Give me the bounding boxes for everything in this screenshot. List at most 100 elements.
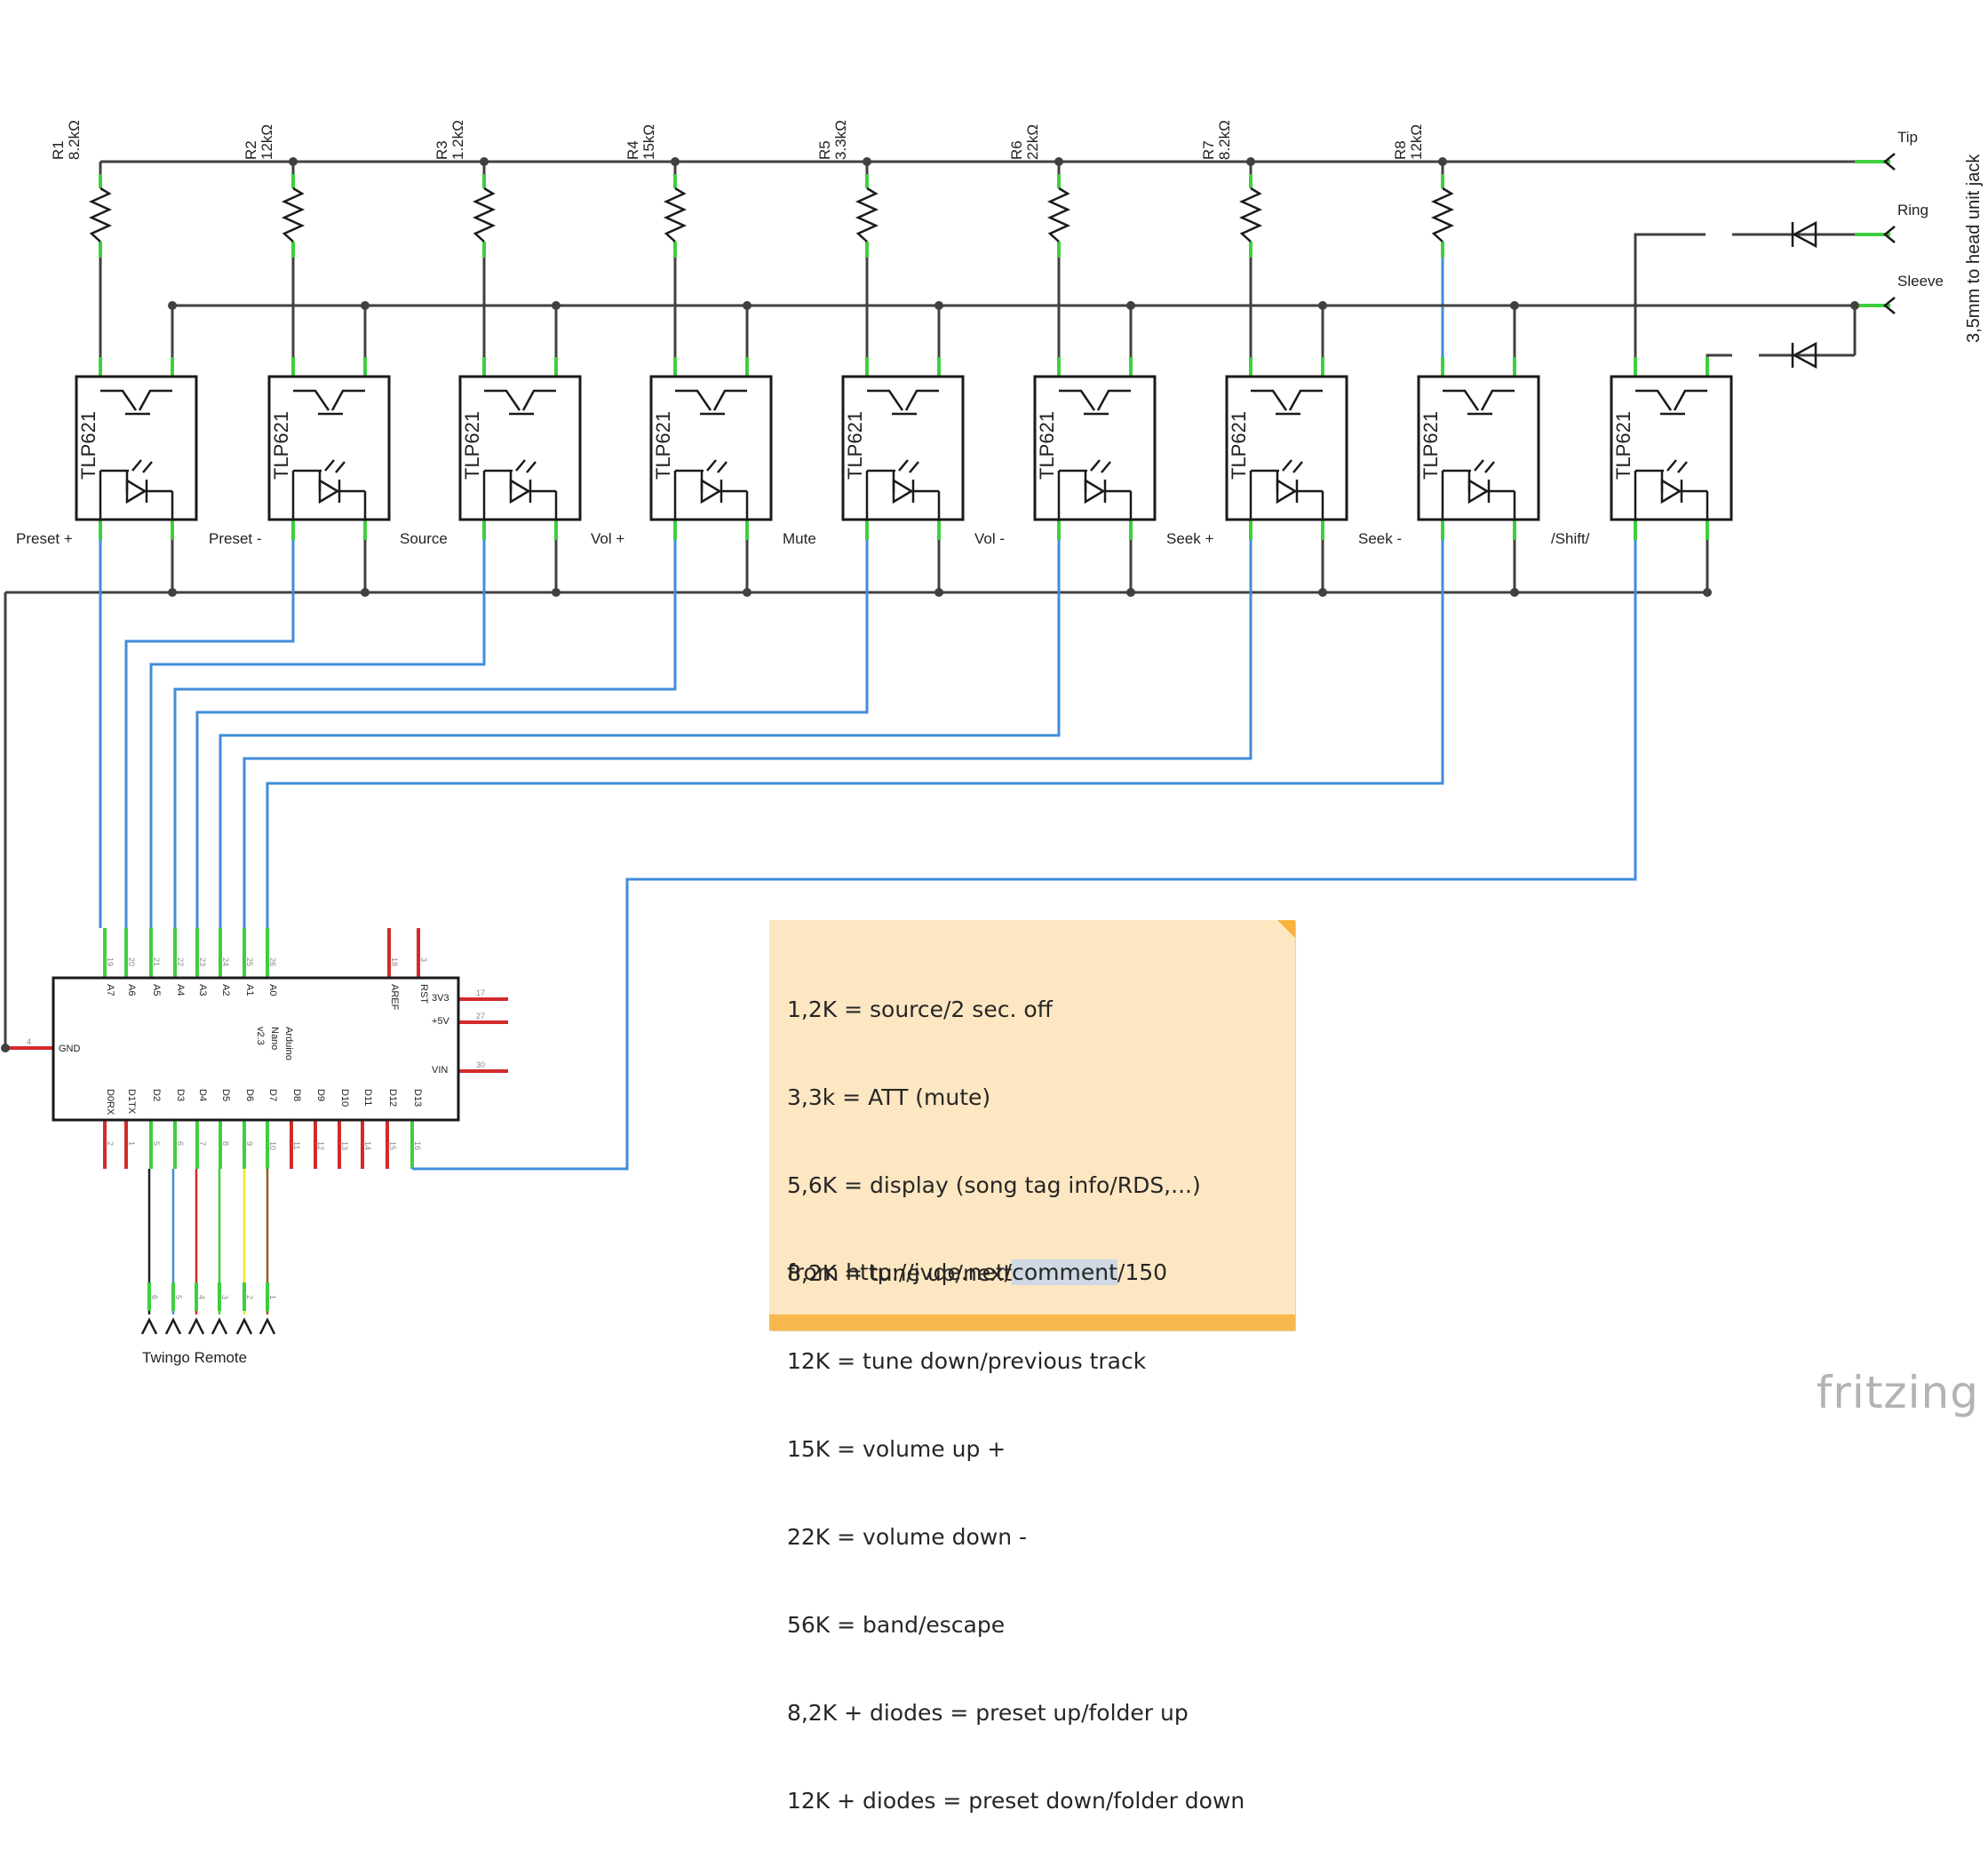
transistor-symbol bbox=[138, 389, 172, 411]
jack-arrow bbox=[1883, 297, 1896, 314]
pin-number: 13 bbox=[340, 1141, 349, 1150]
pin-label-text: A4 bbox=[175, 984, 186, 996]
resistor-value: 22kΩ bbox=[1024, 124, 1041, 160]
pin-label: D5 bbox=[220, 1089, 231, 1101]
resistor-ref: R2 bbox=[243, 140, 259, 160]
optocoupler-label: TLP621 bbox=[652, 411, 674, 480]
resistor-zigzag bbox=[472, 187, 497, 242]
pin-label-text: A6 bbox=[126, 984, 137, 996]
resistor-ref: R7 bbox=[1200, 140, 1217, 160]
remote-connector-arrow bbox=[187, 1317, 205, 1335]
pin-number: 1 bbox=[127, 1141, 136, 1146]
fritzing-logo: fritzing bbox=[1816, 1367, 1979, 1418]
pin-label: RST bbox=[418, 984, 429, 1004]
remote-pin-number: 4 bbox=[197, 1295, 206, 1299]
led-light-arrows bbox=[1090, 459, 1111, 473]
pin-label-text: GND bbox=[59, 1044, 81, 1054]
pin-label-text: D5 bbox=[220, 1089, 231, 1101]
transistor-symbol bbox=[904, 389, 939, 411]
pin-number-text: 15 bbox=[388, 1141, 397, 1150]
resistor-value: 12kΩ bbox=[1408, 124, 1425, 160]
optocoupler-name: TLP621 bbox=[1612, 411, 1634, 480]
remote-connector-arrow bbox=[235, 1317, 253, 1335]
shift-collector-wire bbox=[1634, 233, 1706, 357]
wire-layer bbox=[1, 157, 1890, 1314]
pin-number-text: 6 bbox=[176, 1141, 185, 1146]
transistor-symbol bbox=[330, 389, 365, 411]
note-line: 12K = tune down/previous track bbox=[787, 1348, 1147, 1374]
pin-label: A2 bbox=[220, 984, 231, 996]
pin-number-text: 26 bbox=[268, 957, 277, 966]
remote-pin-text: 1 bbox=[268, 1295, 277, 1299]
jack-label-sleeve: Sleeve bbox=[1897, 273, 1944, 290]
transistor-symbol bbox=[1251, 389, 1288, 411]
optocoupler-label: TLP621 bbox=[1612, 411, 1634, 480]
arduino-name: v2.3 bbox=[255, 1027, 266, 1045]
resistor-zigzag bbox=[281, 187, 306, 242]
button-label: Vol + bbox=[591, 530, 624, 547]
arduino-name-text: v2.3 bbox=[255, 1027, 266, 1045]
signal-wire bbox=[124, 540, 295, 928]
source-highlight: comment bbox=[1012, 1259, 1117, 1285]
junction-dot bbox=[1, 1044, 10, 1052]
jack-arrow bbox=[1883, 153, 1896, 171]
pin-number-text: 20 bbox=[127, 957, 136, 966]
led-light-arrows bbox=[1282, 459, 1303, 473]
pin-number-text: 4 bbox=[27, 1037, 31, 1046]
transistor-symbol bbox=[712, 389, 747, 411]
resistor-value: 3.3kΩ bbox=[832, 120, 849, 160]
pin-label-text: A0 bbox=[267, 984, 278, 996]
pin-label: A0 bbox=[267, 984, 278, 996]
transistor-symbol bbox=[1288, 389, 1323, 411]
transistor-symbol bbox=[1673, 389, 1707, 411]
optocoupler-label: TLP621 bbox=[844, 411, 866, 480]
pin-label: A3 bbox=[197, 984, 208, 996]
pin-label: D8 bbox=[291, 1089, 302, 1101]
resistor-zigzag bbox=[1046, 187, 1071, 242]
optocoupler-name: TLP621 bbox=[1036, 411, 1058, 480]
transistor-symbol bbox=[521, 389, 556, 411]
optocoupler-name: TLP621 bbox=[652, 411, 674, 480]
pin-label-text: D7 bbox=[267, 1089, 278, 1101]
pin-number: 21 bbox=[152, 957, 161, 966]
led-light-arrows bbox=[1474, 459, 1495, 473]
signal-wire bbox=[266, 540, 1444, 928]
note-line: 3,3k = ATT (mute) bbox=[787, 1084, 991, 1110]
pin-label: A5 bbox=[151, 984, 162, 996]
remote-connector-arrow bbox=[164, 1317, 182, 1335]
jack-label-tip: Tip bbox=[1897, 129, 1918, 146]
pin-number-text: 3 bbox=[419, 957, 428, 962]
note-resize-bar[interactable] bbox=[769, 1314, 1295, 1330]
note-source-link: from http://jvde.net/comment/150 bbox=[787, 1259, 1167, 1285]
transistor-symbol bbox=[100, 389, 138, 411]
led-light-arrows bbox=[706, 459, 728, 473]
pin-label: D2 bbox=[151, 1089, 162, 1101]
junction-dot bbox=[1510, 301, 1519, 310]
source-prefix: from http://jvde.net/ bbox=[787, 1259, 1013, 1285]
pin-label: D1TX bbox=[126, 1089, 137, 1115]
pin-number-text: 12 bbox=[316, 1141, 325, 1150]
pin-label-text: D0RX bbox=[105, 1089, 115, 1116]
pin-label: A1 bbox=[244, 984, 255, 996]
resistor-ref: R4 bbox=[624, 140, 641, 160]
remote-pin-number: 3 bbox=[220, 1295, 229, 1299]
pin-label-text: D2 bbox=[151, 1089, 162, 1101]
button-label: Preset - bbox=[209, 530, 262, 547]
led-light-arrows bbox=[1666, 459, 1688, 473]
note-line: 8,2K + diodes = preset up/folder up bbox=[787, 1700, 1189, 1726]
pin-number-text: 23 bbox=[198, 957, 207, 966]
arduino-name: Arduino bbox=[283, 1027, 294, 1060]
pin-number: 9 bbox=[245, 1141, 254, 1146]
shift-signal-wire bbox=[412, 540, 1637, 1171]
pin-label: D7 bbox=[267, 1089, 278, 1101]
source-suffix: /150 bbox=[1117, 1259, 1168, 1285]
transistor-symbol bbox=[1096, 389, 1131, 411]
arduino-name: Nano bbox=[269, 1027, 280, 1050]
resistor-ref: R6 bbox=[1008, 140, 1025, 160]
pin-label-text: D8 bbox=[291, 1089, 302, 1101]
pin-label: A7 bbox=[105, 984, 115, 996]
sticky-note[interactable]: 1,2K = source/2 sec. off 3,3k = ATT (mut… bbox=[769, 920, 1295, 1814]
remote-connector-arrow bbox=[140, 1317, 158, 1335]
